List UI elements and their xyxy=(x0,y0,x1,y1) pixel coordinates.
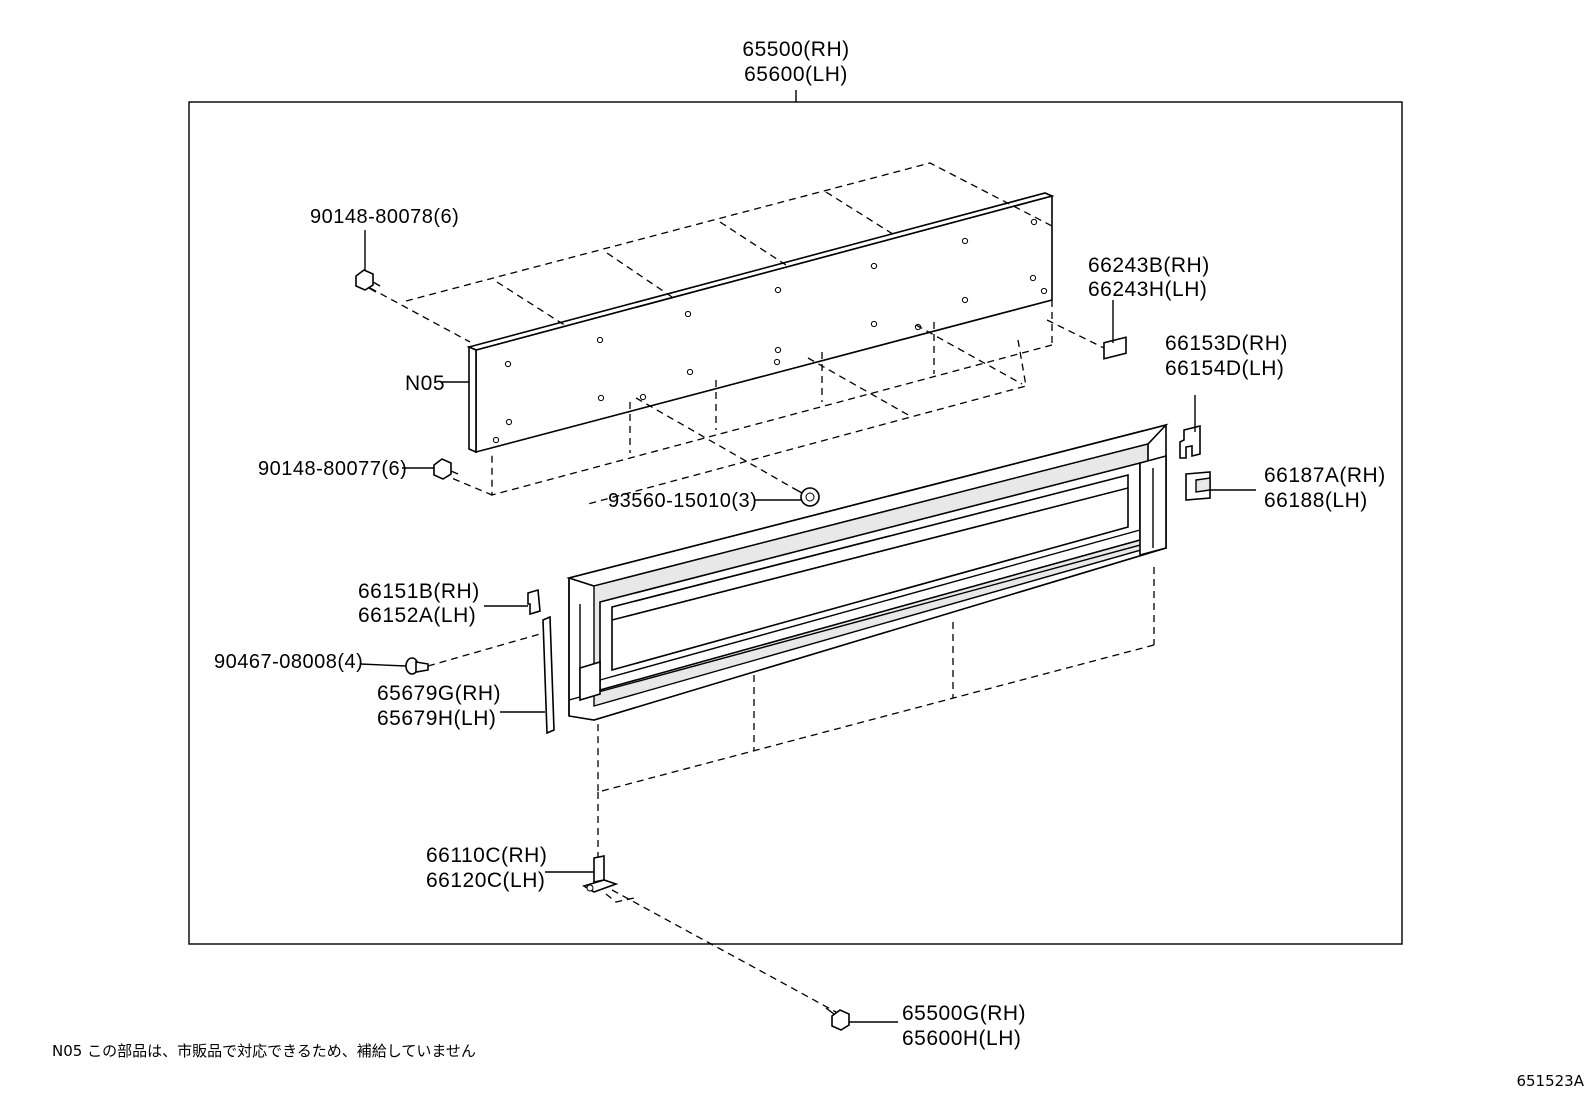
callout-hook-left-lh: 66152A(LH) xyxy=(358,604,476,627)
n05-board-holes xyxy=(492,218,1048,444)
callout-seal-lh: 65679H(LH) xyxy=(377,707,496,730)
callout-clip-right-rh: 66187A(RH) xyxy=(1264,464,1386,487)
pad-part[interactable] xyxy=(1103,336,1127,360)
callout-n05: N05 xyxy=(405,372,445,395)
callout-pad-rh: 66243B(RH) xyxy=(1088,254,1210,277)
push-clip-icon[interactable] xyxy=(405,657,429,675)
tailgate-outer[interactable] xyxy=(566,423,1169,721)
clip-part-right[interactable] xyxy=(1185,471,1211,501)
callout-hook-left-rh: 66151B(RH) xyxy=(358,580,480,603)
callout-bolt-top: 90148-80078(6) xyxy=(310,206,459,228)
footnote-n05: N05 この部品は、市販品で対応できるため、補給していません xyxy=(52,1042,476,1060)
hex-bolt-icon[interactable] xyxy=(433,458,459,480)
callout-hook-top-lh: 66154D(LH) xyxy=(1165,357,1284,380)
leader xyxy=(605,893,635,903)
hex-bolt-icon[interactable] xyxy=(355,262,381,293)
callout-screw: 93560-15010(3) xyxy=(608,490,757,512)
callout-clip-right-lh: 66188(LH) xyxy=(1264,489,1368,512)
leader xyxy=(359,663,407,667)
callout-hinge-rh: 66110C(RH) xyxy=(426,844,547,867)
callout-assembly-rh: 65500(RH) xyxy=(742,38,849,61)
callout-seal-rh: 65679G(RH) xyxy=(377,682,501,705)
lower-dashed-outline xyxy=(597,567,1155,858)
hook-part-top[interactable] xyxy=(1179,424,1201,459)
callout-bolt-bottom: 90148-80077(6) xyxy=(258,458,407,480)
callout-hinge-lh: 66120C(LH) xyxy=(426,869,545,892)
callout-pad-lh: 66243H(LH) xyxy=(1088,278,1207,301)
n05-board[interactable] xyxy=(466,192,1055,454)
callout-clip-pin: 90467-08008(4) xyxy=(214,651,363,673)
hex-bolt-icon[interactable] xyxy=(825,1007,850,1031)
upper-dashed-outline xyxy=(369,162,1105,505)
hinge-part[interactable] xyxy=(582,855,619,893)
callout-hook-top-rh: 66153D(RH) xyxy=(1165,332,1288,355)
hook-part-left[interactable] xyxy=(527,588,541,616)
callout-assembly-lh: 65600(LH) xyxy=(744,63,848,86)
leader xyxy=(427,633,541,667)
callout-hinge-bolt-rh: 65500G(RH) xyxy=(902,1002,1026,1025)
seal-strip-part[interactable] xyxy=(542,615,555,735)
hex-bolt-icon[interactable] xyxy=(792,487,820,507)
leader xyxy=(611,889,837,1013)
callout-hinge-bolt-lh: 65600H(LH) xyxy=(902,1027,1021,1050)
diagram-id: 651523A xyxy=(1516,1072,1584,1090)
